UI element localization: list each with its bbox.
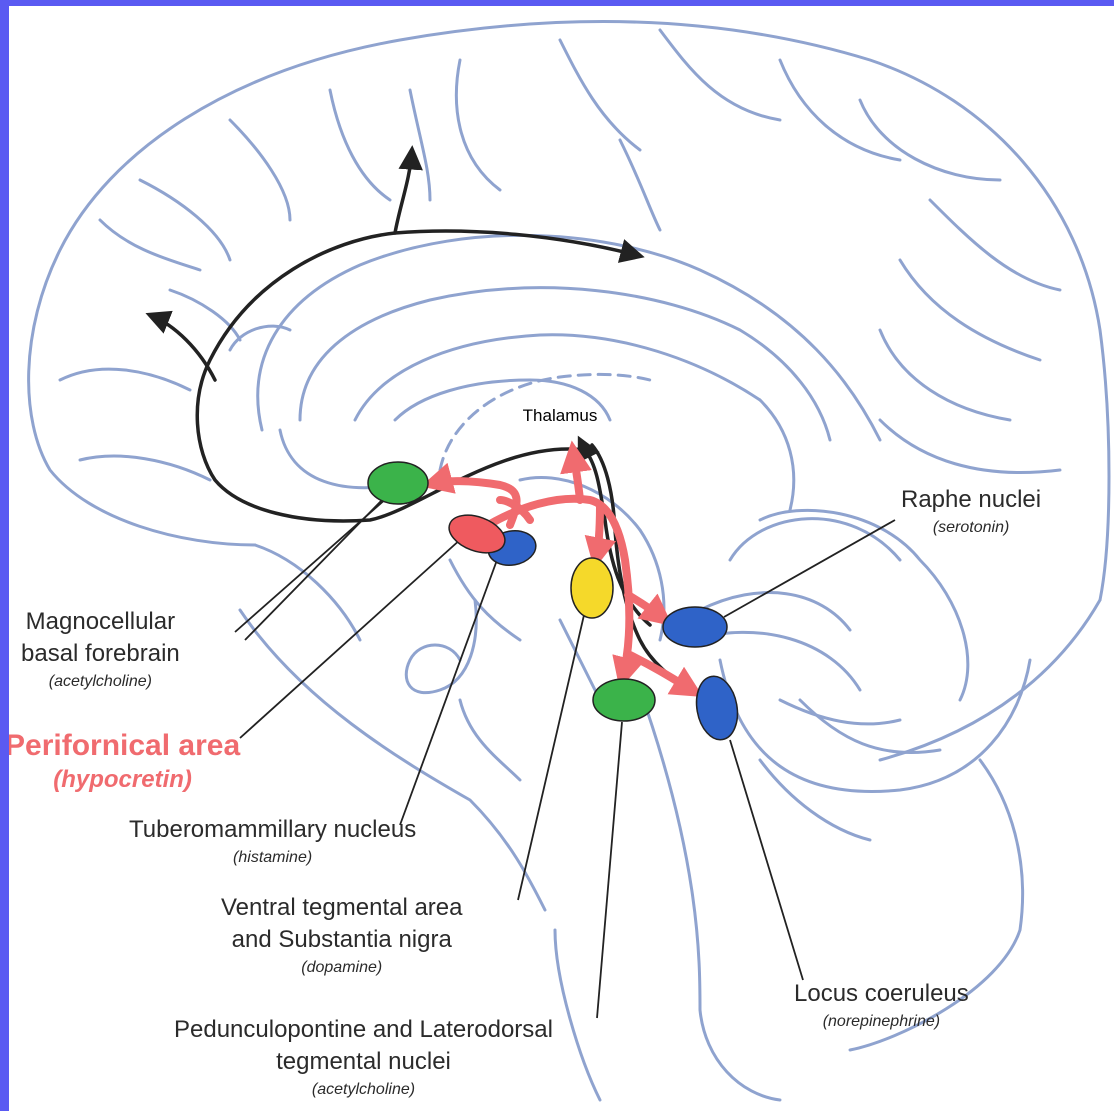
brain-outline [29, 22, 1109, 1100]
locus-name: Locus coeruleus [794, 978, 969, 1010]
magnocellular-transmitter: (acetylcholine) [21, 670, 180, 694]
locus-transmitter: (norepinephrine) [794, 1010, 969, 1034]
locus-label: Locus coeruleus (norepinephrine) [794, 978, 969, 1034]
black-pathways [150, 150, 700, 693]
perifornical-name: Perifornical area [9, 728, 240, 764]
magnocellular-name-1: Magnocellular [21, 606, 180, 638]
vta-name-1: Ventral tegmental area [221, 892, 463, 924]
raphe-label: Raphe nuclei (serotonin) [901, 484, 1041, 540]
magnocellular-name-2: basal forebrain [21, 638, 180, 670]
ppt-transmitter: (acetylcholine) [174, 1078, 553, 1102]
tuberomammillary-transmitter: (histamine) [129, 846, 416, 870]
tuberomammillary-name: Tuberomammillary nucleus [129, 814, 416, 846]
thalamus-label: Thalamus [523, 406, 598, 425]
ppt-name-1: Pedunculopontine and Laterodorsal [174, 1014, 553, 1046]
tuberomammillary-label: Tuberomammillary nucleus (histamine) [129, 814, 416, 870]
raphe-name: Raphe nuclei [901, 484, 1041, 516]
ppt-name-2: tegmental nuclei [174, 1046, 553, 1078]
perifornical-label: Perifornical area (hypocretin) [9, 728, 240, 796]
nucleus-magnocellular [368, 462, 428, 504]
vta-transmitter: (dopamine) [221, 956, 463, 980]
raphe-transmitter: (serotonin) [901, 516, 1041, 540]
nucleus-raphe [663, 607, 727, 647]
vta-label: Ventral tegmental area and Substantia ni… [221, 892, 463, 980]
ppt-label: Pedunculopontine and Laterodorsal tegmen… [174, 1014, 553, 1102]
nucleus-locus [692, 673, 743, 743]
nucleus-ppt [593, 679, 655, 721]
brain-diagram: Thalamus [9, 6, 1114, 1111]
perifornical-transmitter: (hypocretin) [9, 764, 240, 796]
nucleus-vta [571, 558, 613, 618]
vta-name-2: and Substantia nigra [221, 924, 463, 956]
diagram-canvas: Thalamus Raphe nuclei (serotonin) Magnoc… [9, 6, 1114, 1111]
magnocellular-label: Magnocellular basal forebrain (acetylcho… [21, 606, 180, 694]
